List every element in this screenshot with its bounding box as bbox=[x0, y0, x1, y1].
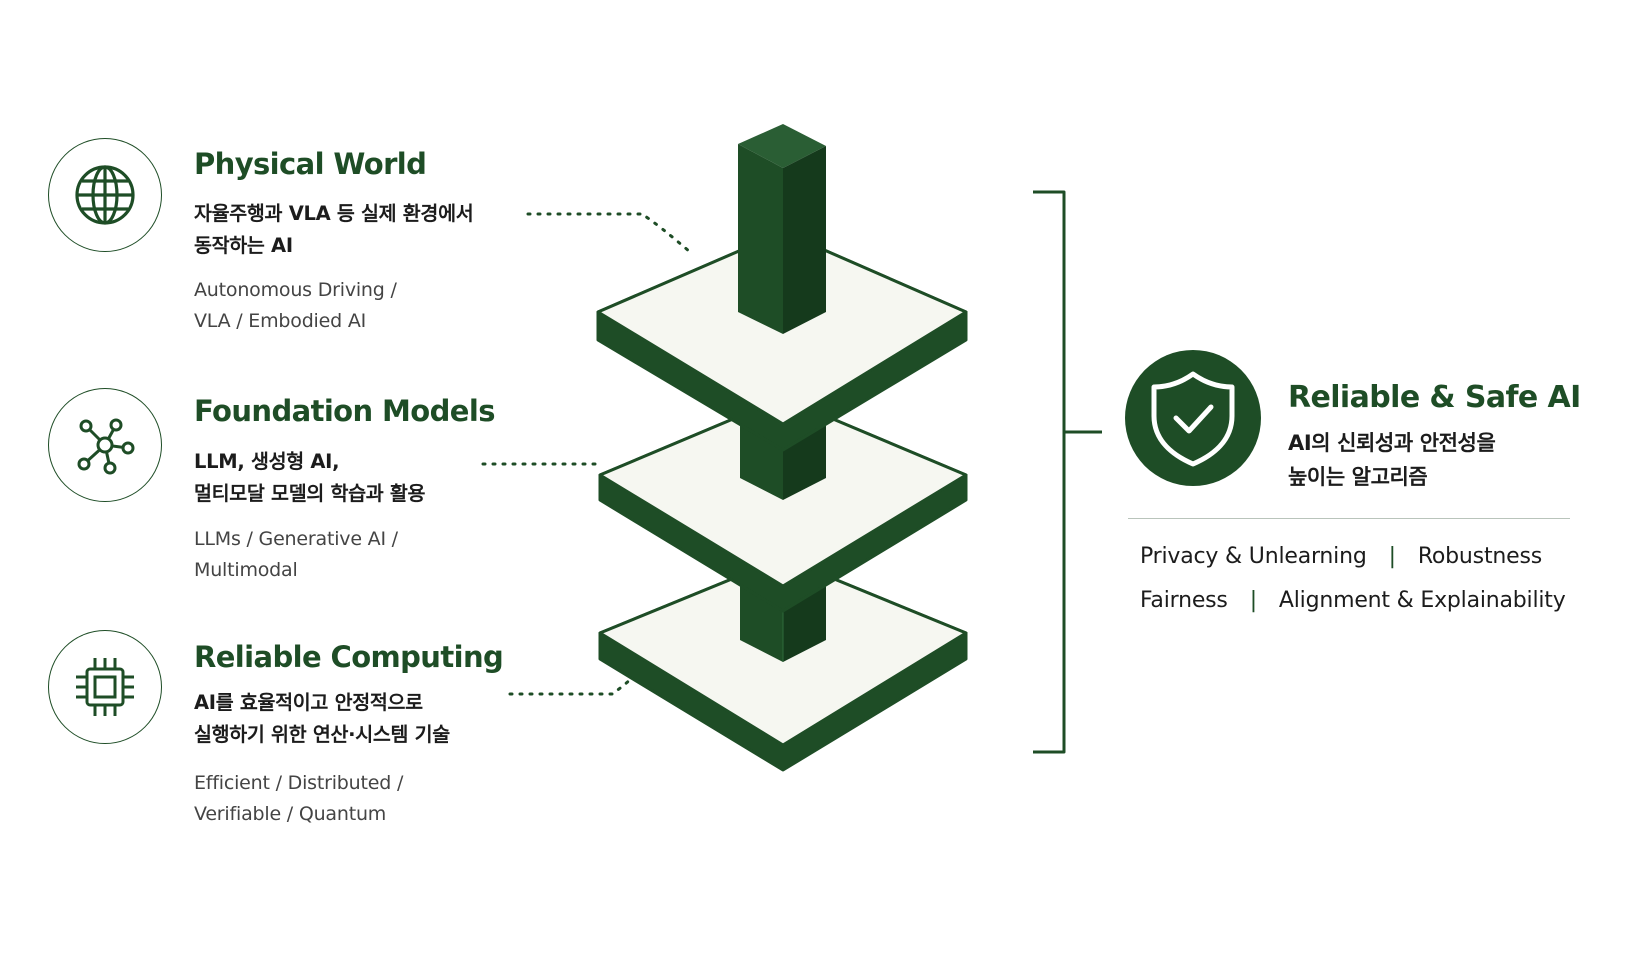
tag-row-2: Fairness | Alignment & Explainability bbox=[1140, 588, 1566, 613]
ko-line: 동작하는 AI bbox=[194, 234, 293, 257]
ko-line: LLM, 생성형 AI, bbox=[194, 450, 340, 473]
shield-check-icon bbox=[1151, 371, 1235, 467]
column-pillar-top bbox=[738, 124, 826, 334]
tag-fairness: Fairness bbox=[1140, 588, 1228, 613]
item-ko-foundation-models: LLM, 생성형 AI, 멀티모달 모델의 학습과 활용 bbox=[194, 446, 425, 510]
tag-separator: | bbox=[1249, 588, 1257, 613]
summary-title: Reliable & Safe AI bbox=[1288, 380, 1581, 415]
item-en-foundation-models: LLMs / Generative AI / Multimodal bbox=[194, 524, 398, 586]
summary-ko: AI의 신뢰성과 안전성을 높이는 알고리즘 bbox=[1288, 426, 1496, 494]
ko-line: AI의 신뢰성과 안전성을 bbox=[1288, 431, 1496, 455]
ko-line: 실행하기 위한 연산·시스템 기술 bbox=[194, 723, 450, 746]
item-ko-reliable-computing: AI를 효율적이고 안정적으로 실행하기 위한 연산·시스템 기술 bbox=[194, 687, 450, 751]
tag-alignment-explainability: Alignment & Explainability bbox=[1278, 588, 1566, 613]
tag-row-1: Privacy & Unlearning | Robustness bbox=[1140, 544, 1542, 569]
ko-line: 높이는 알고리즘 bbox=[1288, 465, 1428, 489]
en-line: VLA / Embodied AI bbox=[194, 310, 367, 332]
item-title-foundation-models: Foundation Models bbox=[194, 394, 495, 428]
item-ko-physical-world: 자율주행과 VLA 등 실제 환경에서 동작하는 AI bbox=[194, 198, 474, 262]
globe-icon bbox=[75, 165, 135, 225]
en-line: Multimodal bbox=[194, 559, 298, 581]
en-line: LLMs / Generative AI / bbox=[194, 528, 398, 550]
item-en-physical-world: Autonomous Driving / VLA / Embodied AI bbox=[194, 275, 397, 337]
ko-line: 멀티모달 모델의 학습과 활용 bbox=[194, 482, 426, 505]
ko-line: AI를 효율적이고 안정적으로 bbox=[194, 691, 423, 714]
en-line: Efficient / Distributed / bbox=[194, 772, 404, 794]
chip-icon bbox=[76, 658, 134, 716]
summary-divider bbox=[1128, 518, 1570, 519]
network-icon bbox=[77, 418, 135, 475]
network-icon-badge bbox=[48, 388, 162, 502]
tag-privacy-unlearning: Privacy & Unlearning bbox=[1140, 544, 1367, 569]
item-en-reliable-computing: Efficient / Distributed / Verifiable / Q… bbox=[194, 768, 403, 830]
connector-reliable-computing bbox=[508, 672, 638, 696]
chip-icon-badge bbox=[48, 630, 162, 744]
en-line: Verifiable / Quantum bbox=[194, 803, 387, 825]
tag-robustness: Robustness bbox=[1417, 544, 1542, 569]
ko-line: 자율주행과 VLA 등 실제 환경에서 bbox=[194, 202, 474, 225]
grouping-bracket bbox=[1033, 190, 1102, 754]
tag-separator: | bbox=[1388, 544, 1396, 569]
item-title-physical-world: Physical World bbox=[194, 147, 427, 181]
connector-physical-world bbox=[526, 212, 692, 254]
globe-icon-badge bbox=[48, 138, 162, 252]
item-title-reliable-computing: Reliable Computing bbox=[194, 640, 504, 674]
en-line: Autonomous Driving / bbox=[194, 279, 397, 301]
shield-check-badge bbox=[1125, 350, 1261, 486]
